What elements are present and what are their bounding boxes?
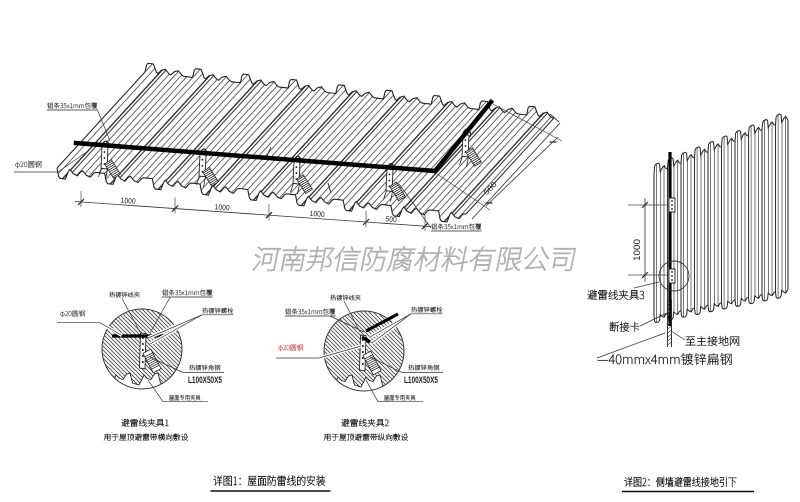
svg-text:500: 500	[385, 214, 397, 224]
svg-text:1000: 1000	[632, 239, 642, 261]
svg-text:L100X50X5: L100X50X5	[404, 375, 438, 386]
svg-text:1000: 1000	[214, 202, 230, 212]
svg-text:1000: 1000	[120, 196, 136, 206]
svg-text:1000: 1000	[309, 209, 325, 219]
svg-text:L100X50X5: L100X50X5	[188, 375, 222, 386]
